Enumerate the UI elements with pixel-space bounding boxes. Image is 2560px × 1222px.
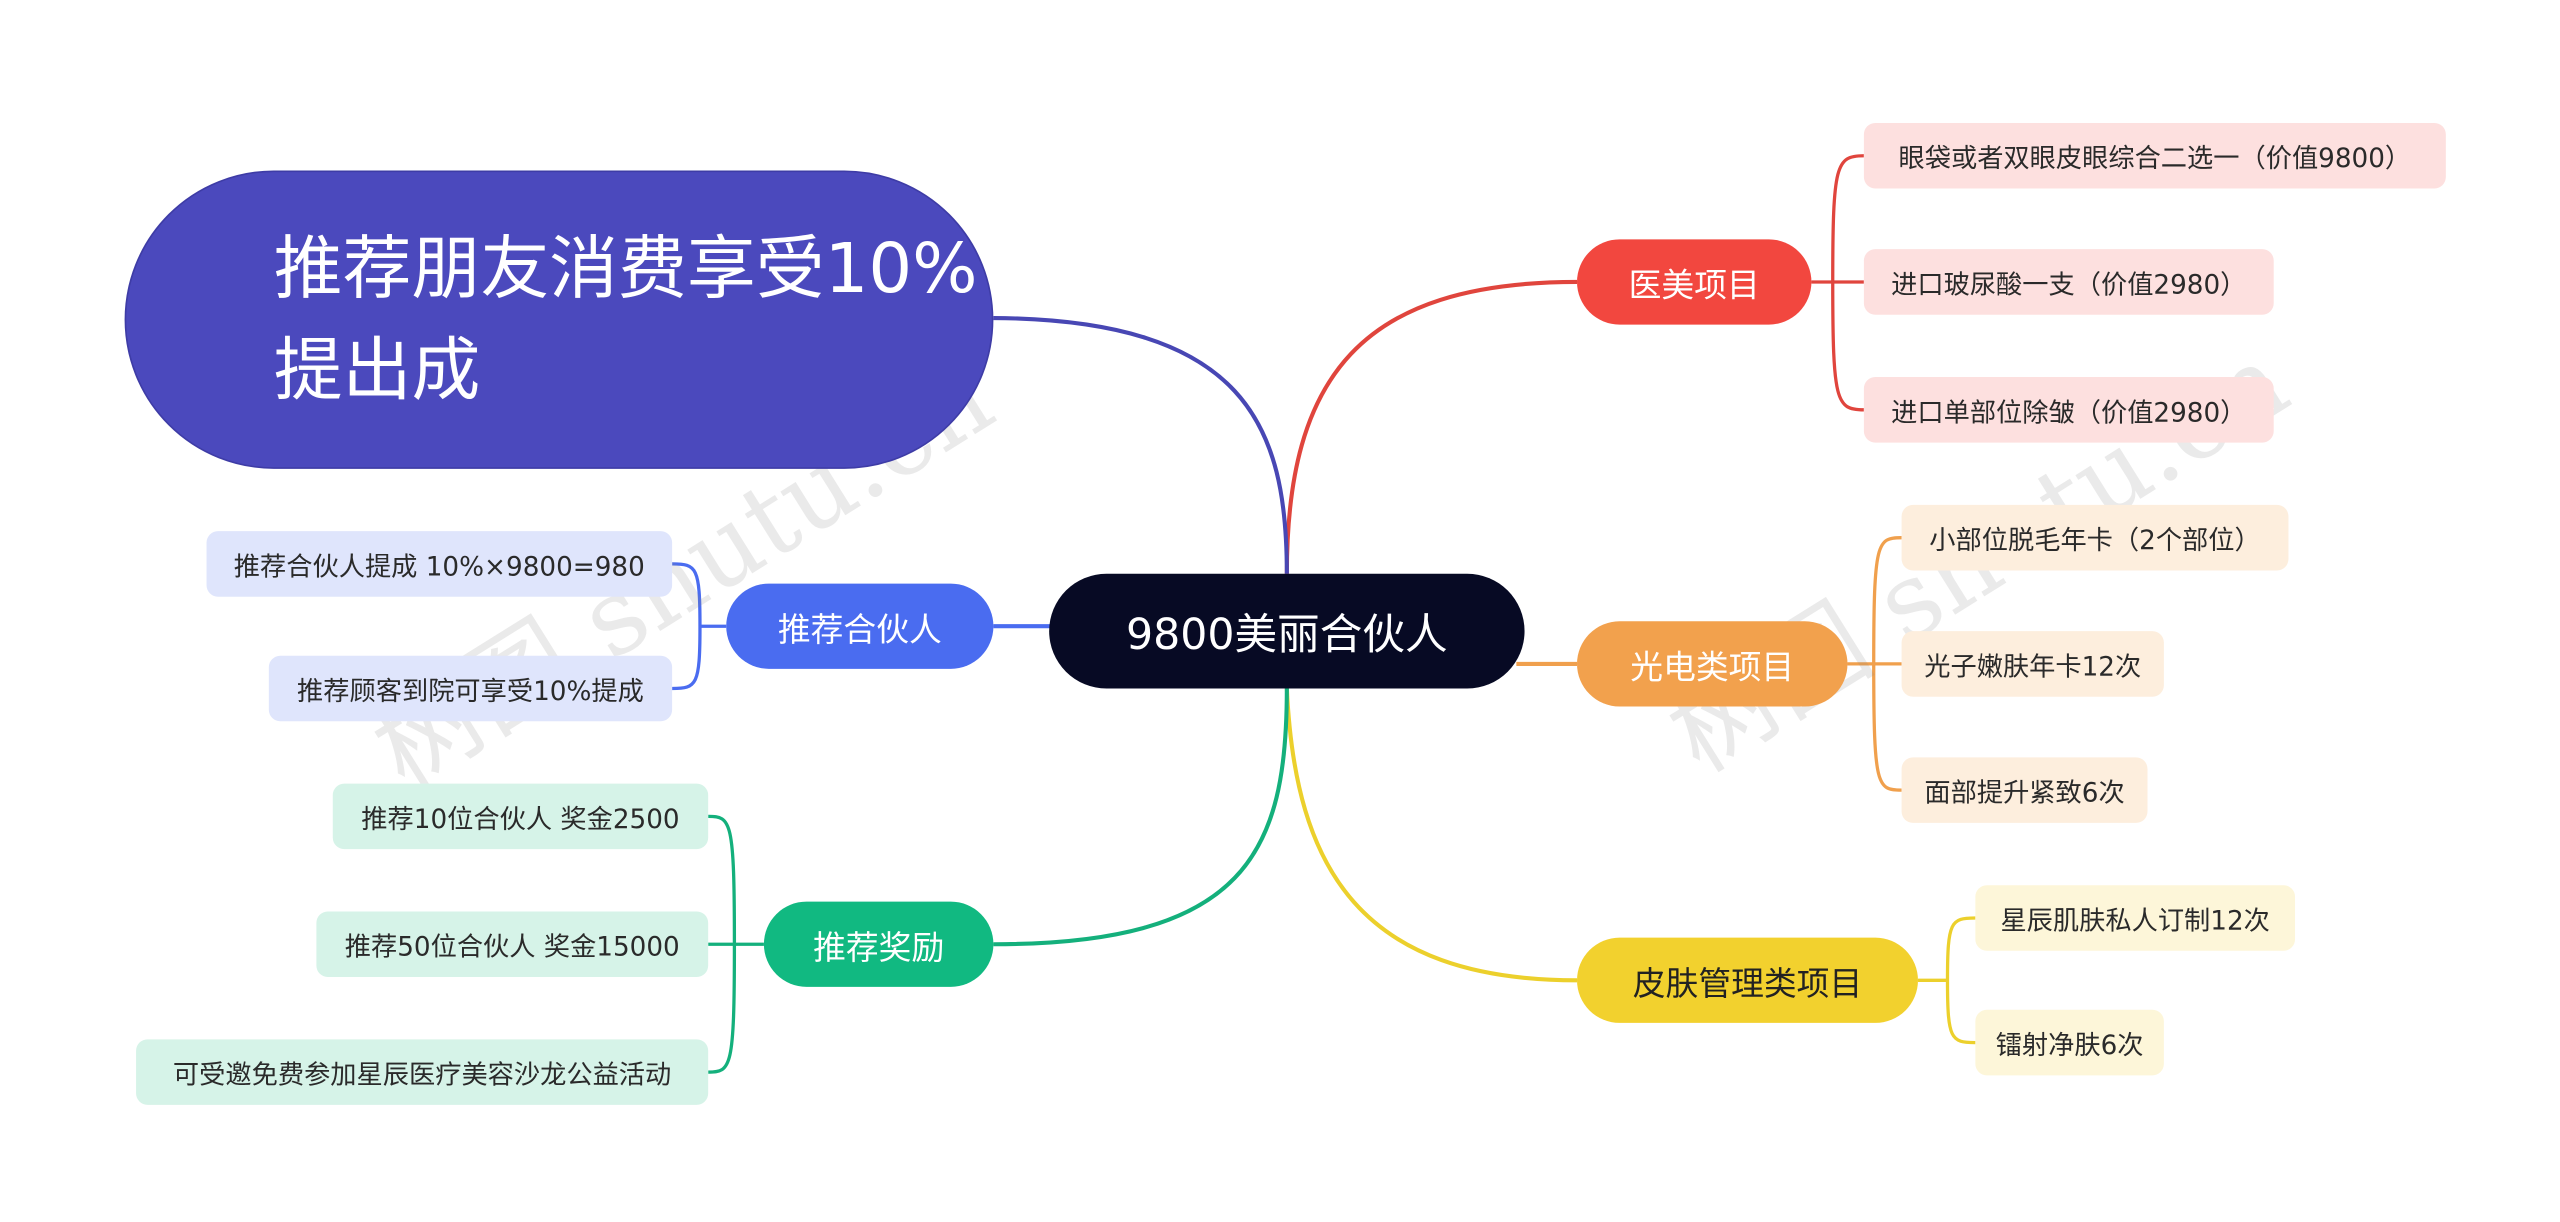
branch-reward-label: 推荐奖励 xyxy=(813,927,945,967)
link-floating xyxy=(993,315,1289,574)
leaf-label: 推荐50位合伙人 奖金15000 xyxy=(344,931,680,963)
branch-skin-label: 皮肤管理类项目 xyxy=(1632,963,1863,1003)
floating-topic-label: 推荐朋友消费享受10%提出成 xyxy=(273,227,978,410)
branch-skin[interactable]: 皮肤管理类项目 xyxy=(1577,937,1918,1023)
leaf-label: 推荐10位合伙人 奖金2500 xyxy=(361,803,680,835)
leaf-reward-3[interactable]: 可受邀免费参加星辰医疗美容沙龙公益活动 xyxy=(136,1039,709,1105)
leaf-reward-1[interactable]: 推荐10位合伙人 奖金2500 xyxy=(332,783,709,850)
leaf-label: 眼袋或者双眼皮眼综合二选一（价值9800） xyxy=(1898,142,2412,174)
branch-photo[interactable]: 光电类项目 xyxy=(1577,621,1848,707)
leaf-reward-2[interactable]: 推荐50位合伙人 奖金15000 xyxy=(316,911,709,978)
leaf-partner-2[interactable]: 推荐顾客到院可享受10%提成 xyxy=(268,655,673,722)
leaf-label: 光子嫩肤年卡12次 xyxy=(1924,650,2142,682)
root-topic[interactable]: 9800美丽合伙人 xyxy=(1049,573,1525,689)
leaf-photo-2[interactable]: 光子嫩肤年卡12次 xyxy=(1901,631,2164,697)
link-medical xyxy=(1284,279,1578,574)
leaf-label: 镭射净肤6次 xyxy=(1995,1029,2144,1061)
leaf-label: 进口玻尿酸一支（价值2980） xyxy=(1891,268,2247,300)
leaf-skin-1[interactable]: 星辰肌肤私人订制12次 xyxy=(1975,885,2296,951)
leaf-label: 推荐顾客到院可享受10%提成 xyxy=(297,675,644,707)
leaf-photo-1[interactable]: 小部位脱毛年卡（2个部位） xyxy=(1901,504,2289,571)
leaf-medical-3[interactable]: 进口单部位除皱（价值2980） xyxy=(1863,377,2274,443)
leaf-label: 星辰肌肤私人订制12次 xyxy=(2000,904,2270,937)
leaf-medical-1[interactable]: 眼袋或者双眼皮眼综合二选一（价值9800） xyxy=(1863,122,2446,189)
leaf-photo-3[interactable]: 面部提升紧致6次 xyxy=(1901,757,2148,823)
root-topic-label: 9800美丽合伙人 xyxy=(1126,610,1448,660)
link-reward xyxy=(993,688,1289,947)
branch-reward[interactable]: 推荐奖励 xyxy=(763,901,994,987)
leaf-partner-1[interactable]: 推荐合伙人提成 10%×9800=980 xyxy=(206,531,673,597)
leaf-medical-2[interactable]: 进口玻尿酸一支（价值2980） xyxy=(1863,249,2274,315)
floating-topic[interactable]: 推荐朋友消费享受10%提出成 xyxy=(124,170,994,469)
leaf-label: 推荐合伙人提成 10%×9800=980 xyxy=(233,550,645,582)
branch-medical[interactable]: 医美项目 xyxy=(1577,239,1812,325)
leaf-label: 面部提升紧致6次 xyxy=(1924,777,2125,809)
leaf-label: 小部位脱毛年卡（2个部位） xyxy=(1929,524,2261,556)
branch-photo-label: 光电类项目 xyxy=(1630,646,1795,687)
leaf-label: 可受邀免费参加星辰医疗美容沙龙公益活动 xyxy=(172,1058,672,1091)
branch-medical-label: 医美项目 xyxy=(1628,264,1760,305)
leaf-label: 进口单部位除皱（价值2980） xyxy=(1891,396,2247,428)
branch-partner[interactable]: 推荐合伙人 xyxy=(726,583,994,669)
leaf-skin-2[interactable]: 镭射净肤6次 xyxy=(1975,1009,2164,1076)
branch-partner-label: 推荐合伙人 xyxy=(777,608,942,649)
link-skin xyxy=(1284,688,1578,983)
